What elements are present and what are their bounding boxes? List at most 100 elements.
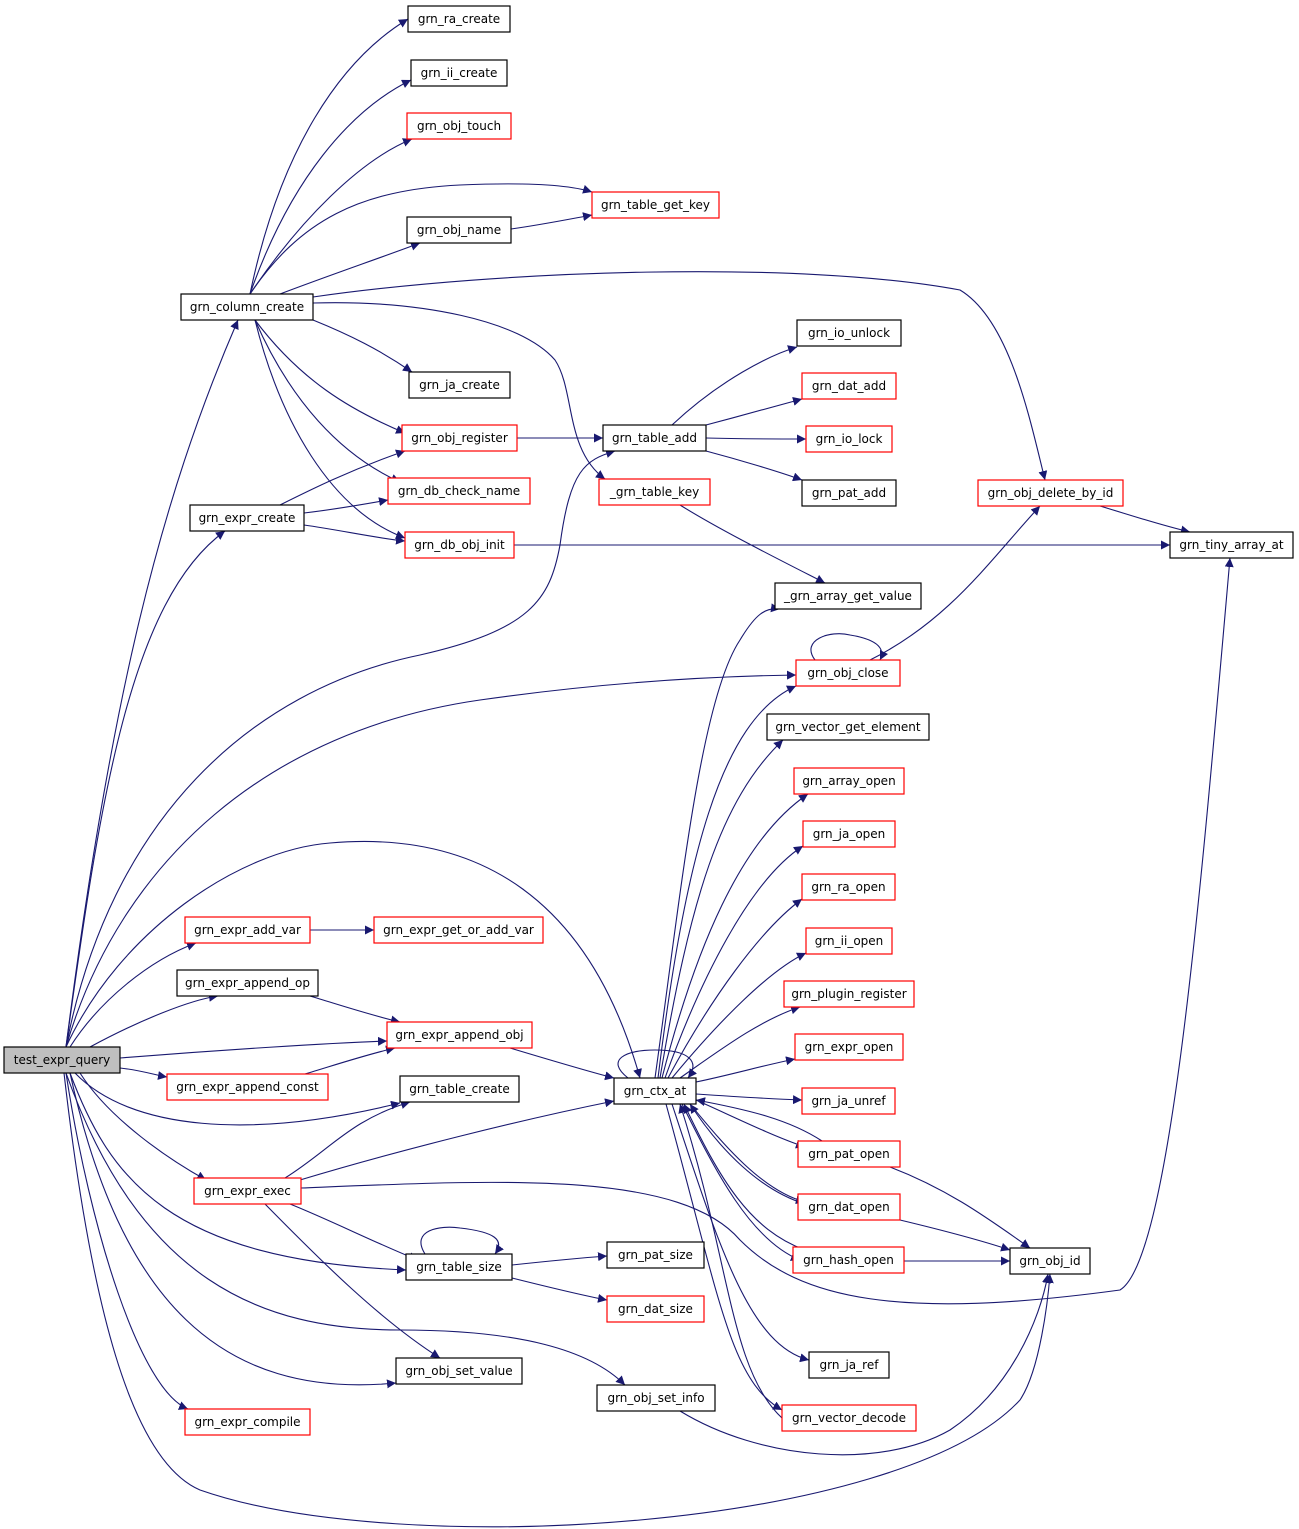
- node-box[interactable]: [405, 1253, 513, 1281]
- node-box[interactable]: [1169, 531, 1294, 559]
- node-box[interactable]: [613, 1077, 697, 1105]
- node-dat-open[interactable]: grn_dat_open: [797, 1193, 901, 1221]
- node-box[interactable]: [602, 424, 707, 452]
- node-array-open[interactable]: grn_array_open: [793, 767, 905, 795]
- node-expr-get-or-add-var[interactable]: grn_expr_get_or_add_var: [373, 916, 544, 944]
- node-box[interactable]: [805, 927, 893, 955]
- node-pat-open[interactable]: grn_pat_open: [797, 1140, 901, 1168]
- node-obj-delete-by-id[interactable]: grn_obj_delete_by_id: [977, 479, 1124, 507]
- node-box[interactable]: [797, 1140, 901, 1168]
- node-box[interactable]: [801, 372, 897, 400]
- node-ra-create[interactable]: grn_ra_create: [407, 5, 511, 33]
- node-db-obj-init[interactable]: grn_db_obj_init: [404, 531, 515, 559]
- node-box[interactable]: [781, 1404, 917, 1432]
- node-box[interactable]: [606, 1241, 705, 1269]
- node-box[interactable]: [783, 980, 915, 1008]
- node-box[interactable]: [792, 1246, 905, 1274]
- node-obj-set-info[interactable]: grn_obj_set_info: [596, 1384, 716, 1412]
- node-column-create[interactable]: grn_column_create: [180, 293, 314, 321]
- node-box[interactable]: [801, 1087, 896, 1115]
- node-vector-get-element[interactable]: grn_vector_get_element: [766, 713, 930, 741]
- node-table-get-key[interactable]: grn_table_get_key: [591, 191, 720, 219]
- node-box[interactable]: [176, 969, 319, 997]
- node-obj-register[interactable]: grn_obj_register: [401, 424, 518, 452]
- node-ii-open[interactable]: grn_ii_open: [805, 927, 893, 955]
- node-db-check-name[interactable]: grn_db_check_name: [387, 477, 531, 505]
- node-obj-id[interactable]: grn_obj_id: [1009, 1247, 1091, 1275]
- node-box[interactable]: [184, 1408, 311, 1436]
- node-box[interactable]: [802, 820, 896, 848]
- node-ja-create[interactable]: grn_ja_create: [408, 371, 511, 399]
- node-box[interactable]: [387, 477, 531, 505]
- node-box[interactable]: [407, 5, 511, 33]
- node-box[interactable]: [373, 916, 544, 944]
- node-vector-decode[interactable]: grn_vector_decode: [781, 1404, 917, 1432]
- node-box[interactable]: [184, 916, 311, 944]
- node-box[interactable]: [977, 479, 1124, 507]
- node-box[interactable]: [808, 1351, 890, 1379]
- node-expr-compile[interactable]: grn_expr_compile: [184, 1408, 311, 1436]
- node-table-create[interactable]: grn_table_create: [399, 1075, 520, 1103]
- node-box[interactable]: [774, 582, 922, 610]
- node-box[interactable]: [401, 424, 518, 452]
- node-expr-add-var[interactable]: grn_expr_add_var: [184, 916, 311, 944]
- node-dat-size[interactable]: grn_dat_size: [606, 1295, 705, 1323]
- node-box[interactable]: [797, 1193, 901, 1221]
- node-box[interactable]: [801, 479, 897, 507]
- node-expr-append-const[interactable]: grn_expr_append_const: [166, 1073, 329, 1101]
- node-table-add[interactable]: grn_table_add: [602, 424, 707, 452]
- node-root[interactable]: test_expr_query: [3, 1046, 121, 1074]
- node-dat-add[interactable]: grn_dat_add: [801, 372, 897, 400]
- node-box[interactable]: [801, 873, 896, 901]
- node-obj-name[interactable]: grn_obj_name: [406, 216, 512, 244]
- node-expr-append-obj[interactable]: grn_expr_append_obj: [386, 1021, 533, 1049]
- node-array-get-value[interactable]: _grn_array_get_value: [774, 582, 922, 610]
- node-io-lock[interactable]: grn_io_lock: [805, 425, 893, 453]
- node-box[interactable]: [410, 59, 508, 87]
- node-box[interactable]: [399, 1075, 520, 1103]
- node-box[interactable]: [189, 504, 305, 532]
- node-box[interactable]: [591, 191, 720, 219]
- node-box[interactable]: [795, 659, 901, 687]
- node-box[interactable]: [805, 425, 893, 453]
- node-box[interactable]: [1009, 1247, 1091, 1275]
- node-box[interactable]: [606, 1295, 705, 1323]
- node-table-size[interactable]: grn_table_size: [405, 1253, 513, 1281]
- node-obj-touch[interactable]: grn_obj_touch: [406, 112, 512, 140]
- node-pat-add[interactable]: grn_pat_add: [801, 479, 897, 507]
- node-expr-create[interactable]: grn_expr_create: [189, 504, 305, 532]
- node-table-key[interactable]: _grn_table_key: [598, 478, 711, 506]
- node-ja-ref[interactable]: grn_ja_ref: [808, 1351, 890, 1379]
- node-box[interactable]: [193, 1177, 302, 1205]
- node-box[interactable]: [404, 531, 515, 559]
- node-box[interactable]: [796, 319, 902, 347]
- node-box[interactable]: [794, 1033, 904, 1061]
- node-obj-close[interactable]: grn_obj_close: [795, 659, 901, 687]
- node-ctx-at[interactable]: grn_ctx_at: [613, 1077, 697, 1105]
- node-box[interactable]: [386, 1021, 533, 1049]
- node-expr-append-op[interactable]: grn_expr_append_op: [176, 969, 319, 997]
- node-box[interactable]: [766, 713, 930, 741]
- node-ra-open[interactable]: grn_ra_open: [801, 873, 896, 901]
- node-ja-open[interactable]: grn_ja_open: [802, 820, 896, 848]
- node-box[interactable]: [395, 1357, 523, 1385]
- node-box[interactable]: [406, 112, 512, 140]
- node-tiny-array-at[interactable]: grn_tiny_array_at: [1169, 531, 1294, 559]
- node-io-unlock[interactable]: grn_io_unlock: [796, 319, 902, 347]
- node-ii-create[interactable]: grn_ii_create: [410, 59, 508, 87]
- node-expr-open[interactable]: grn_expr_open: [794, 1033, 904, 1061]
- node-box[interactable]: [166, 1073, 329, 1101]
- node-obj-set-value[interactable]: grn_obj_set_value: [395, 1357, 523, 1385]
- node-ja-unref[interactable]: grn_ja_unref: [801, 1087, 896, 1115]
- node-box[interactable]: [180, 293, 314, 321]
- node-box[interactable]: [596, 1384, 716, 1412]
- node-box[interactable]: [408, 371, 511, 399]
- node-expr-exec[interactable]: grn_expr_exec: [193, 1177, 302, 1205]
- node-box[interactable]: [793, 767, 905, 795]
- node-hash-open[interactable]: grn_hash_open: [792, 1246, 905, 1274]
- node-box[interactable]: [598, 478, 711, 506]
- node-box[interactable]: [3, 1046, 121, 1074]
- node-plugin-register[interactable]: grn_plugin_register: [783, 980, 915, 1008]
- node-pat-size[interactable]: grn_pat_size: [606, 1241, 705, 1269]
- node-box[interactable]: [406, 216, 512, 244]
